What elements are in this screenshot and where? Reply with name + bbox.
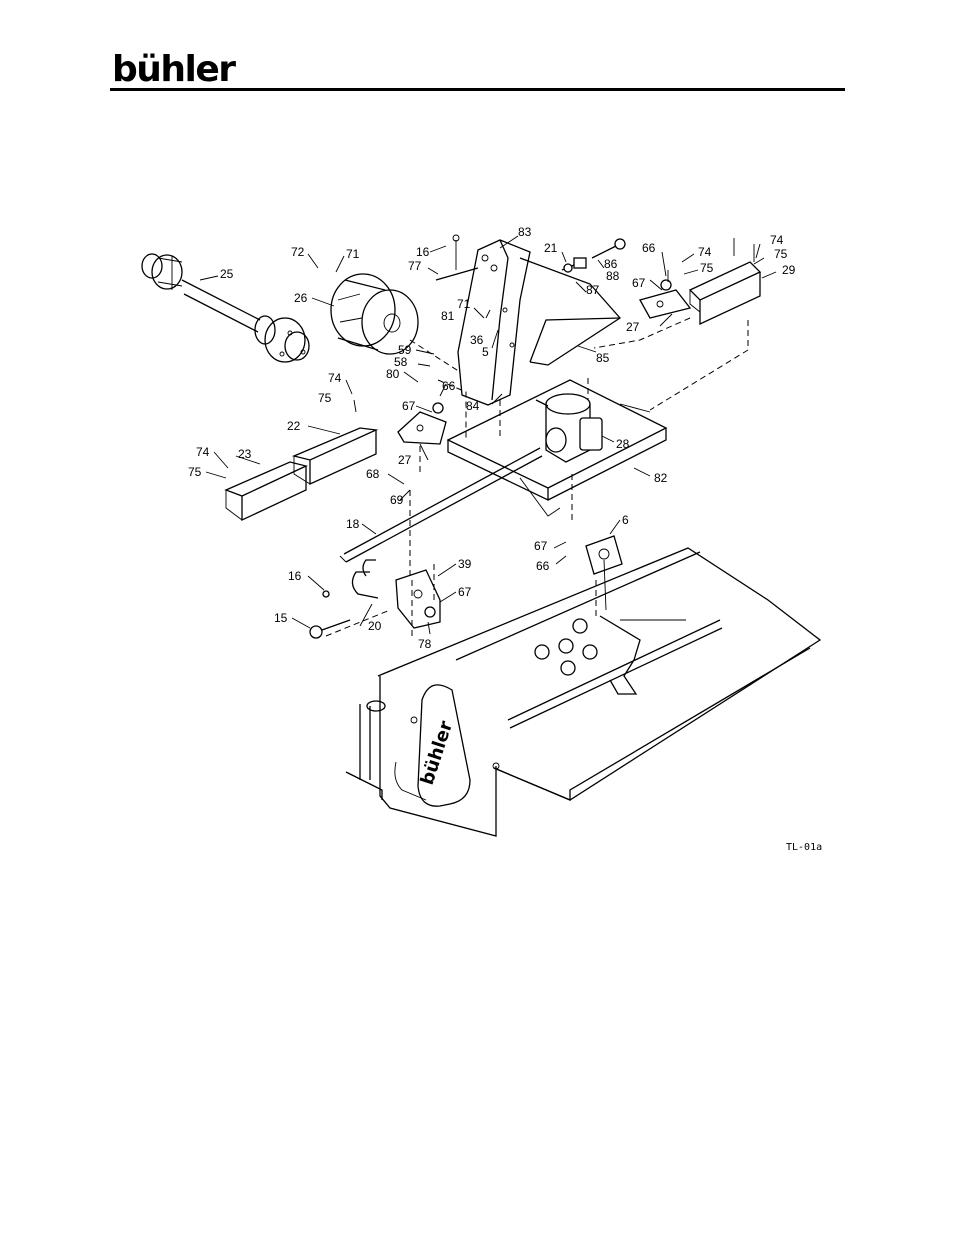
- part-label-78: 78: [418, 637, 432, 651]
- upper-hitch-frame: [458, 240, 620, 405]
- part-label-74: 74: [770, 233, 784, 247]
- part-label-87: 87: [586, 283, 600, 297]
- part-label-84: 84: [466, 399, 480, 413]
- part-label-66: 66: [642, 241, 656, 255]
- u-bolt-20: [352, 560, 378, 598]
- gearbox: [536, 394, 602, 462]
- part-label-23: 23: [238, 447, 252, 461]
- part-label-6: 6: [622, 513, 629, 527]
- part-label-21: 21: [544, 241, 558, 255]
- bolt-16-77: [436, 235, 478, 280]
- part-label-72: 72: [291, 245, 305, 259]
- part-label-74: 74: [328, 371, 342, 385]
- part-label-5: 5: [482, 345, 489, 359]
- part-label-26: 26: [294, 291, 308, 305]
- drive-shaft-18: [340, 448, 542, 562]
- bracket-39: [396, 570, 440, 628]
- part-label-28: 28: [616, 437, 630, 451]
- pto-shield: [331, 274, 418, 354]
- part-label-74: 74: [196, 445, 210, 459]
- part-label-16: 16: [416, 245, 430, 259]
- part-label-88: 88: [606, 269, 620, 283]
- part-label-66: 66: [442, 379, 456, 393]
- part-label-67: 67: [632, 276, 646, 290]
- drawing-code: TL-01a: [786, 842, 822, 853]
- part-label-68: 68: [366, 467, 380, 481]
- part-label-67: 67: [534, 539, 548, 553]
- part-label-27: 27: [398, 453, 412, 467]
- part-label-18: 18: [346, 517, 360, 531]
- part-label-75: 75: [318, 391, 332, 405]
- part-label-75: 75: [774, 247, 788, 261]
- part-label-74: 74: [698, 245, 712, 259]
- part-label-69: 69: [390, 493, 404, 507]
- part-label-75: 75: [700, 261, 714, 275]
- part-label-66: 66: [536, 559, 550, 573]
- part-label-29: 29: [782, 263, 796, 277]
- part-label-85: 85: [596, 351, 610, 365]
- part-label-80: 80: [386, 367, 400, 381]
- part-label-75: 75: [188, 465, 202, 479]
- part-label-15: 15: [274, 611, 288, 625]
- part-label-83: 83: [518, 225, 532, 239]
- part-label-71: 71: [346, 247, 360, 261]
- part-label-27: 27: [626, 320, 640, 334]
- part-label-67: 67: [402, 399, 416, 413]
- part-label-22: 22: [287, 419, 301, 433]
- pin-15: [310, 591, 350, 638]
- part-label-39: 39: [458, 557, 472, 571]
- right-mount-plate: [640, 270, 690, 318]
- part-label-25: 25: [220, 267, 234, 281]
- part-label-20: 20: [368, 619, 382, 633]
- part-label-71: 71: [457, 297, 471, 311]
- part-label-16: 16: [288, 569, 302, 583]
- part-labels: 72 71 25 26 16 77 83 21 86 88 87 66 74 7…: [188, 225, 822, 853]
- part-label-77: 77: [408, 259, 422, 273]
- part-label-82: 82: [654, 471, 668, 485]
- decal-text: bühler: [417, 718, 457, 787]
- part-label-67: 67: [458, 585, 472, 599]
- part-label-81: 81: [441, 309, 455, 323]
- tiller-body: bühler: [346, 548, 820, 836]
